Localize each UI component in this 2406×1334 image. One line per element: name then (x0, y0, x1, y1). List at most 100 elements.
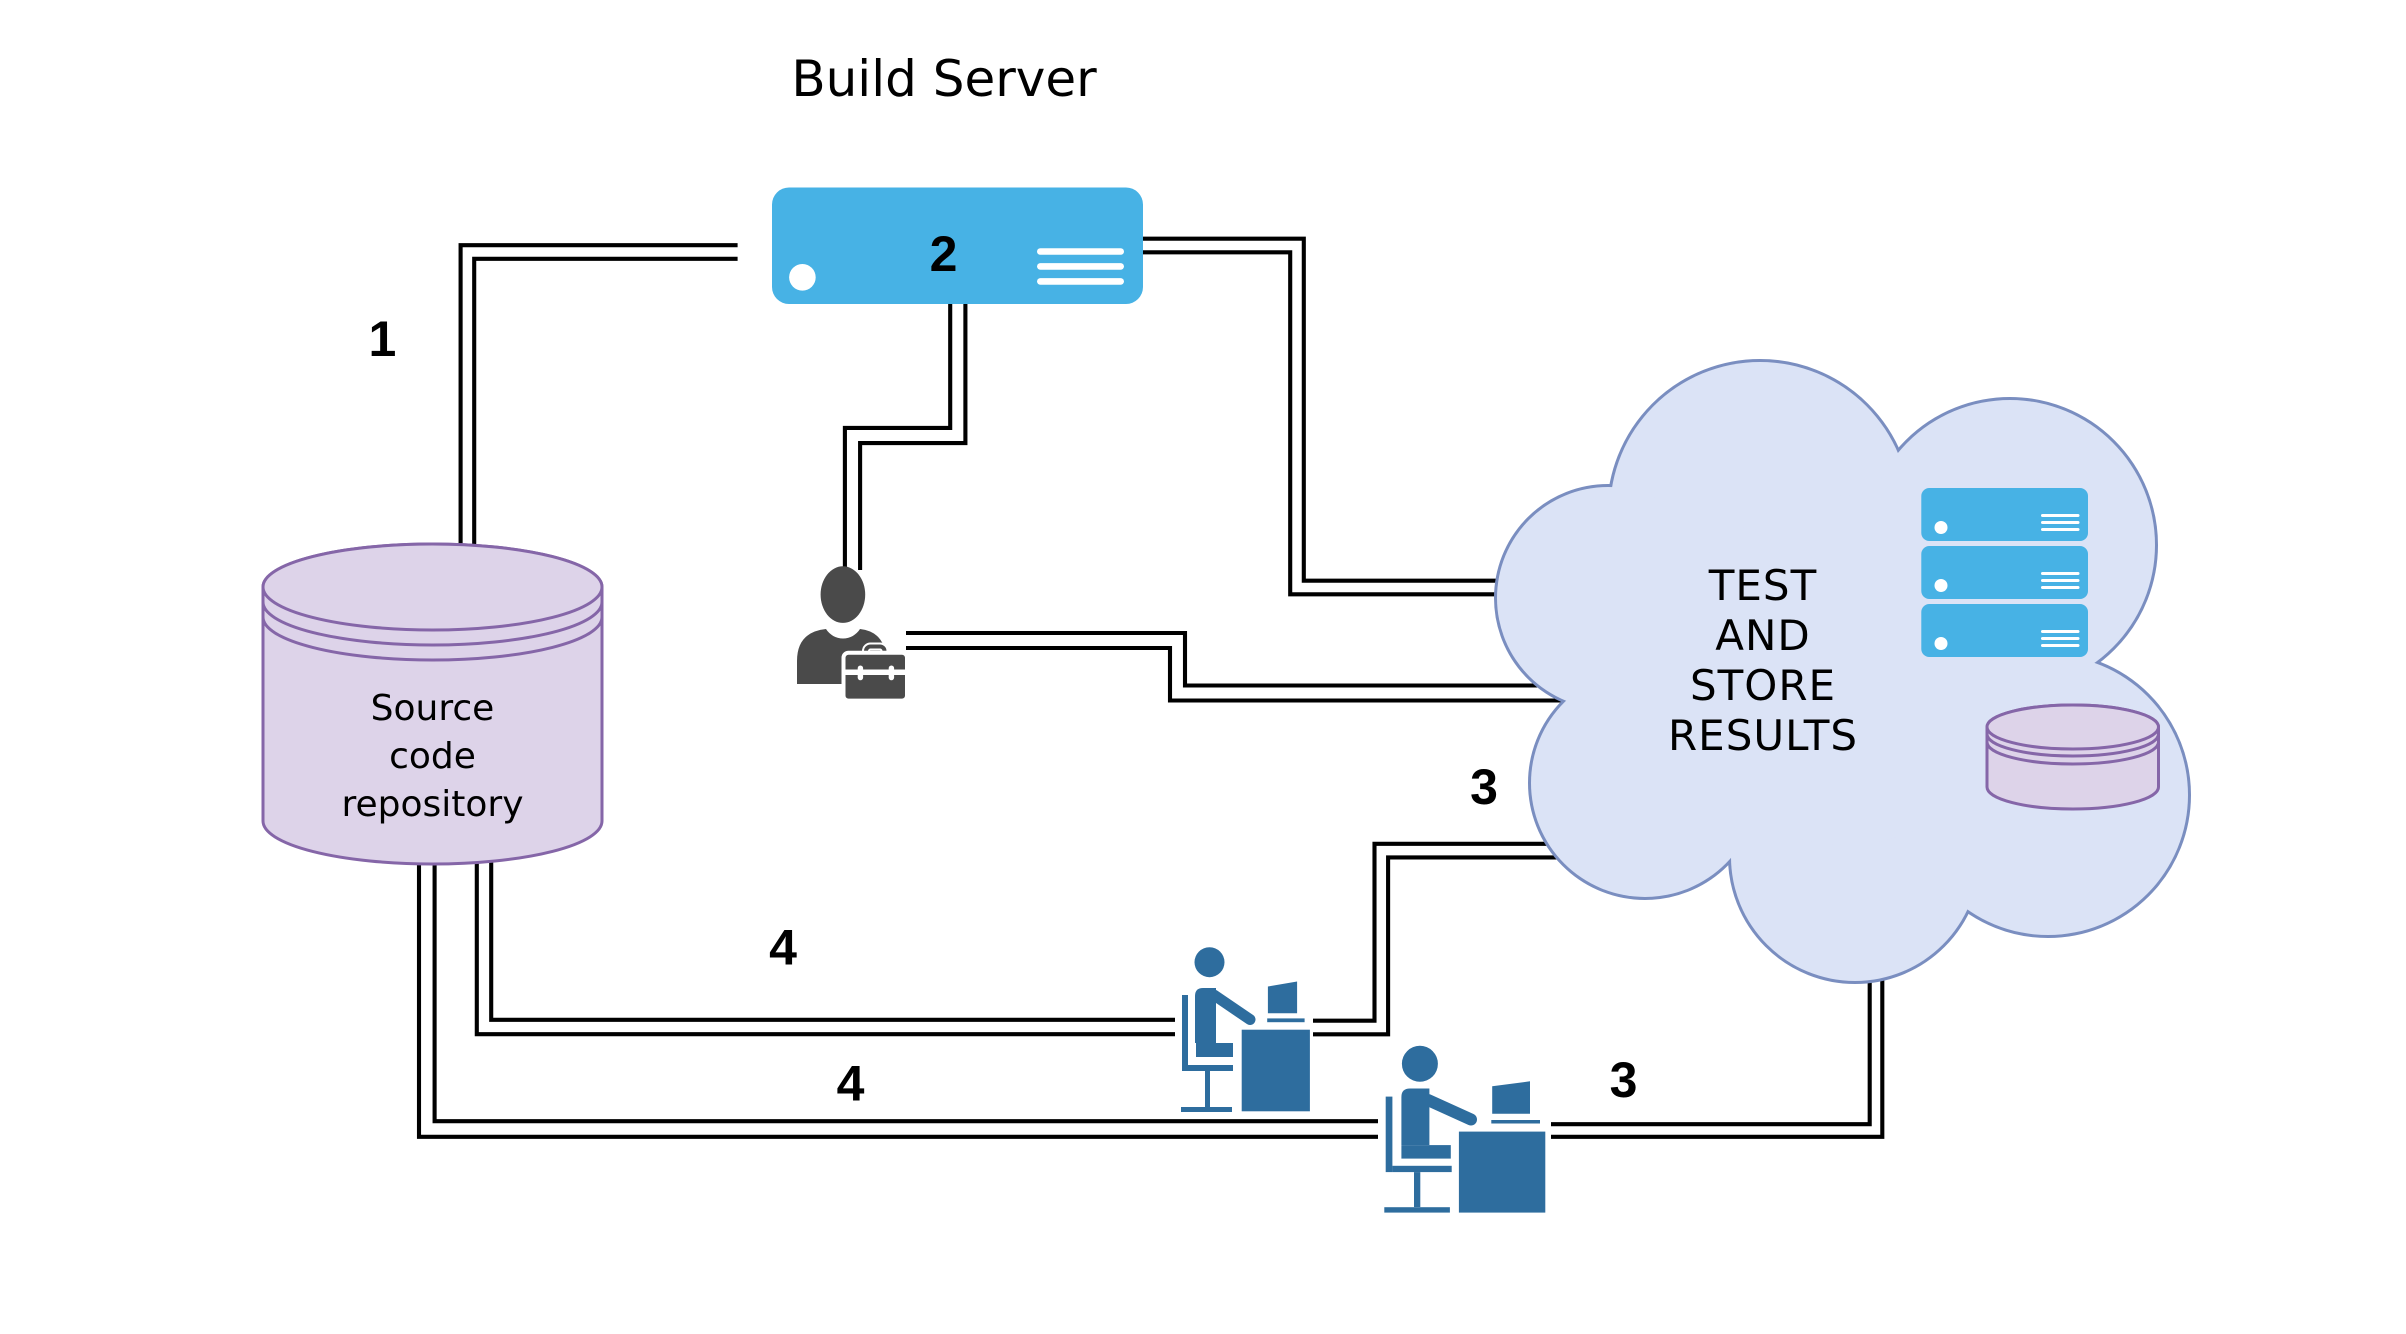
connector-buildserver-to-cloud (1140, 236, 1512, 597)
cloud-label-line1: TEST (1708, 561, 1818, 610)
connector-developer-to-cloud (906, 630, 1584, 703)
developer-icon (797, 566, 909, 703)
connector-line (1551, 960, 1885, 1139)
connector-repo-to-tester2 (416, 850, 1378, 1139)
tester2-monitor-icon (1492, 1081, 1530, 1114)
server-vent-icon (2041, 572, 2080, 575)
build-server-node: 2 (772, 187, 1143, 304)
connector-line (1140, 250, 1512, 597)
connector-line (474, 850, 1175, 1037)
server-vent-icon (1037, 278, 1124, 285)
cloud-server-stack-icon (1921, 488, 2088, 657)
tester2-chair-rail (1392, 1165, 1452, 1173)
connector-line (858, 300, 968, 570)
connector-line (1313, 855, 1558, 1037)
server-vent-icon (1037, 263, 1124, 270)
cloud-label-line4: RESULTS (1668, 711, 1858, 760)
briefcase-clasp-icon (888, 665, 895, 681)
connector-buildserver-to-developer (842, 300, 968, 570)
connector-line (1551, 960, 1872, 1127)
tester1-desk (1241, 1029, 1310, 1112)
tester1-chair-pole (1205, 1071, 1210, 1107)
cloud-database-icon (1985, 703, 2160, 811)
diagram-title: Build Server (791, 50, 1097, 108)
server-led-icon (1934, 579, 1948, 592)
step-label-3b: 3 (1610, 1052, 1638, 1108)
cloud-lobe-fill (1497, 487, 1719, 709)
connector-cloud-to-tester1 (1313, 841, 1558, 1037)
repo-cylinder-top (261, 542, 604, 632)
connector-line (416, 850, 1378, 1139)
server-vent-icon (2041, 514, 2080, 517)
tester2-seat (1401, 1145, 1451, 1159)
connector-line (432, 850, 1378, 1124)
repo-label-line3: repository (341, 784, 523, 825)
tester2-icon (1384, 1045, 1546, 1213)
tester1-chair-back (1182, 995, 1188, 1071)
repo-label-line1: Source (371, 688, 495, 729)
connector-line (906, 645, 1584, 703)
server-vent-icon (2041, 644, 2080, 647)
briefcase-slot-icon (842, 669, 909, 675)
developer-head-icon (820, 566, 866, 623)
step-label-2: 2 (930, 226, 958, 282)
connector-line (458, 243, 738, 556)
server-icon (1921, 546, 2088, 599)
cloud-node: TEST AND STORE RESULTS (1494, 359, 2191, 984)
tester2-desk (1458, 1131, 1546, 1213)
tester2-arm (1422, 1094, 1477, 1126)
connector-line (472, 256, 738, 556)
tester1-monitor-icon (1267, 981, 1298, 1014)
connector-line (1313, 841, 1558, 1023)
server-vent-icon (2041, 586, 2080, 589)
tester1-torso (1195, 988, 1216, 1043)
briefcase-clasp-icon (857, 665, 864, 681)
cloud-server-1 (1921, 488, 2088, 541)
step-label-4b: 4 (837, 1056, 865, 1112)
connector-cloud-to-tester2 (1551, 960, 1885, 1139)
cloud-db-top (1985, 703, 2160, 751)
tester2-monitor-base (1491, 1120, 1540, 1124)
server-vent-icon (2041, 579, 2080, 582)
tester1-head-icon (1194, 947, 1225, 978)
cloud-db-band (1985, 733, 2160, 758)
cloud-label-line3: STORE (1690, 661, 1836, 710)
source-repo-node: Source code repository (261, 542, 604, 866)
connector-line (489, 850, 1175, 1022)
repo-label-line2: code (389, 736, 476, 777)
tester2-head-icon (1401, 1045, 1438, 1082)
repo-cylinder-band (261, 601, 604, 647)
tester1-monitor-base (1267, 1018, 1305, 1023)
server-vent-icon (2041, 521, 2080, 524)
tester1-icon (1181, 947, 1310, 1112)
step-label-3a: 3 (1470, 759, 1498, 815)
tester1-seat (1196, 1043, 1233, 1057)
cloud-label-line2: AND (1715, 611, 1811, 660)
server-icon (772, 187, 1143, 304)
step-label-4a: 4 (769, 920, 797, 976)
tester2-chair-back (1385, 1096, 1393, 1173)
server-icon (1921, 488, 2088, 541)
cloud-server-2 (1921, 546, 2088, 599)
connector-repo-to-buildserver (458, 243, 738, 556)
server-led-icon (1934, 637, 1948, 650)
server-vent-icon (2041, 637, 2080, 640)
tester1-arm (1208, 989, 1256, 1025)
server-led-icon (1934, 521, 1948, 534)
server-vent-icon (1037, 248, 1124, 255)
tester2-chair-pole (1414, 1172, 1421, 1208)
connector-line (906, 630, 1584, 688)
step-label-1: 1 (368, 311, 396, 367)
briefcase-icon (841, 650, 909, 703)
server-vent-icon (2041, 630, 2080, 633)
server-vent-icon (2041, 528, 2080, 531)
connector-line (1140, 236, 1512, 583)
server-icon (1921, 604, 2088, 657)
repo-cylinder-band (261, 616, 604, 662)
server-led-icon (789, 264, 816, 291)
cloud-server-3 (1921, 604, 2088, 657)
connector-line (842, 300, 953, 570)
tester2-chair-base (1384, 1207, 1450, 1213)
connector-repo-to-tester1 (474, 850, 1175, 1037)
tester2-torso (1401, 1088, 1430, 1145)
